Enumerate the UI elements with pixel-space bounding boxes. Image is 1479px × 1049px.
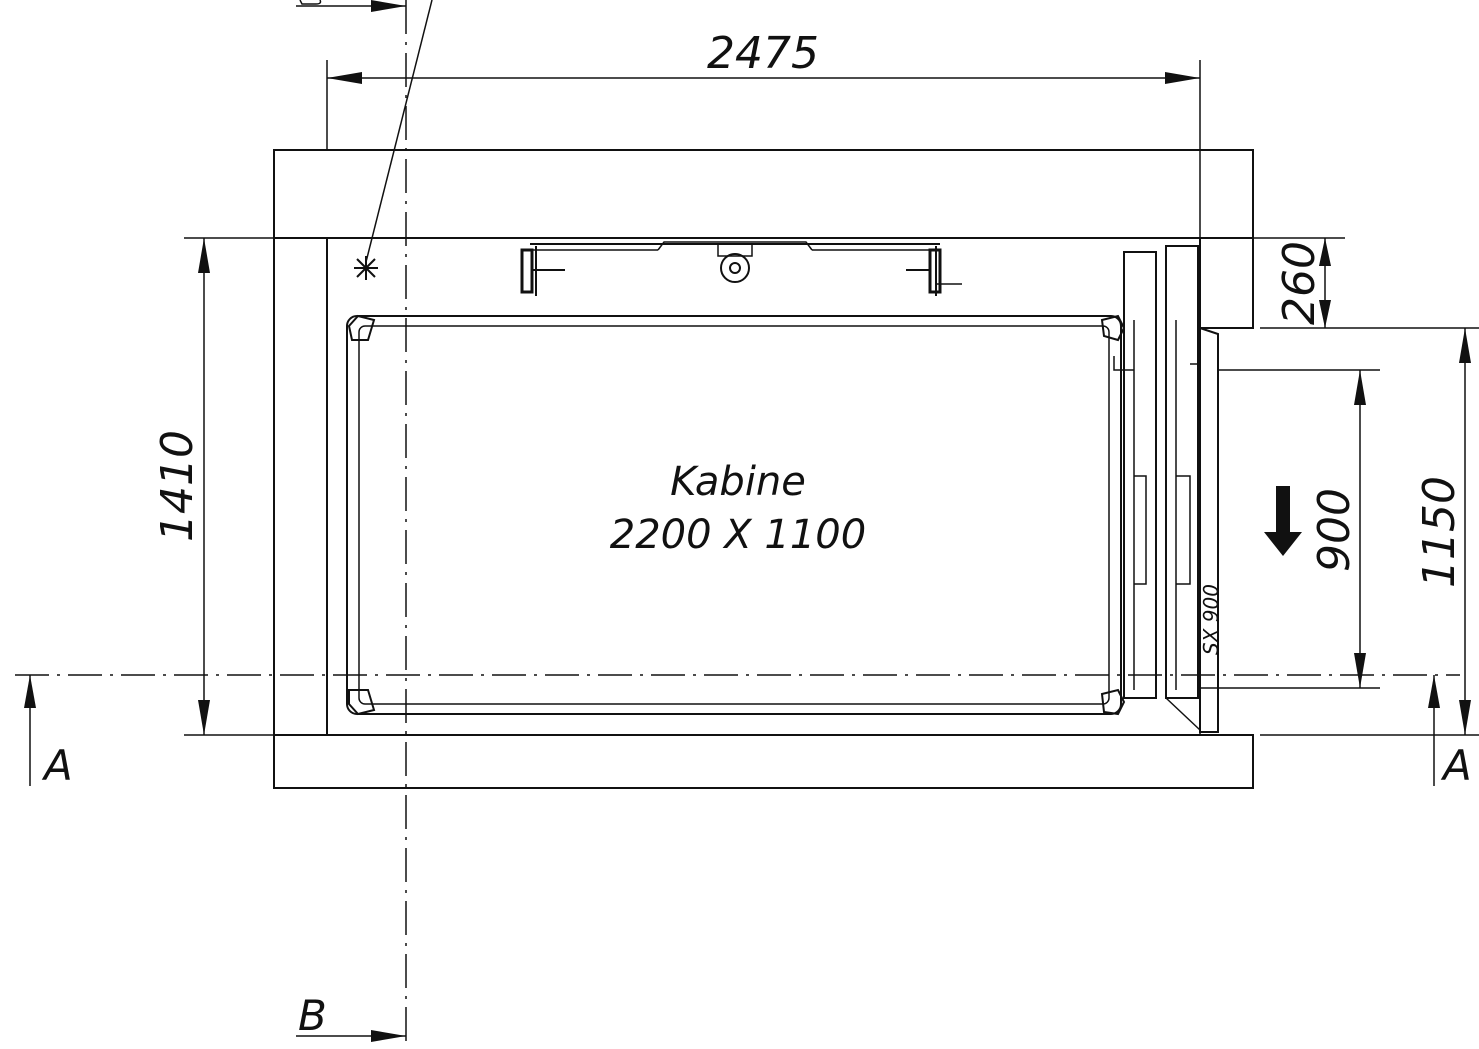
section-label-b-bottom: B	[298, 991, 327, 1040]
section-marker-a-left: A	[24, 675, 73, 790]
dimension-offset: 260	[1253, 237, 1479, 329]
dimension-label-width: 2475	[707, 28, 819, 79]
section-marker-a-right: A	[1428, 675, 1472, 790]
cabin-outline	[346, 314, 1126, 716]
section-label-a-right: A	[1440, 741, 1472, 790]
down-arrow-icon	[1264, 486, 1302, 556]
centerlines	[15, 0, 1460, 1049]
dimension-label-door-opening: 900	[1309, 488, 1360, 572]
section-label-a-left: A	[41, 741, 73, 790]
dimension-label-depth: 1410	[152, 430, 203, 542]
door-assembly: SX 900	[1113, 245, 1380, 733]
dimension-depth: 1410	[152, 237, 327, 736]
dimension-label-offset: 260	[1274, 241, 1325, 325]
door-type-label: SX 900	[1199, 584, 1223, 655]
marker-leader	[365, 0, 433, 263]
section-marker-b-bottom: B	[296, 991, 406, 1042]
section-marker-b-top	[296, 0, 406, 12]
dimension-door-overall: 1150	[1260, 328, 1479, 736]
cabin-size: 2200 X 1100	[610, 512, 866, 558]
asterisk-icon	[354, 256, 378, 280]
dimension-label-door-overall: 1150	[1414, 476, 1465, 588]
dimension-overall-width: 2475	[326, 28, 1201, 735]
rail-assembly	[520, 241, 962, 296]
cabin-title: Kabine	[670, 459, 806, 505]
dimension-door-opening: 900	[1309, 370, 1366, 688]
